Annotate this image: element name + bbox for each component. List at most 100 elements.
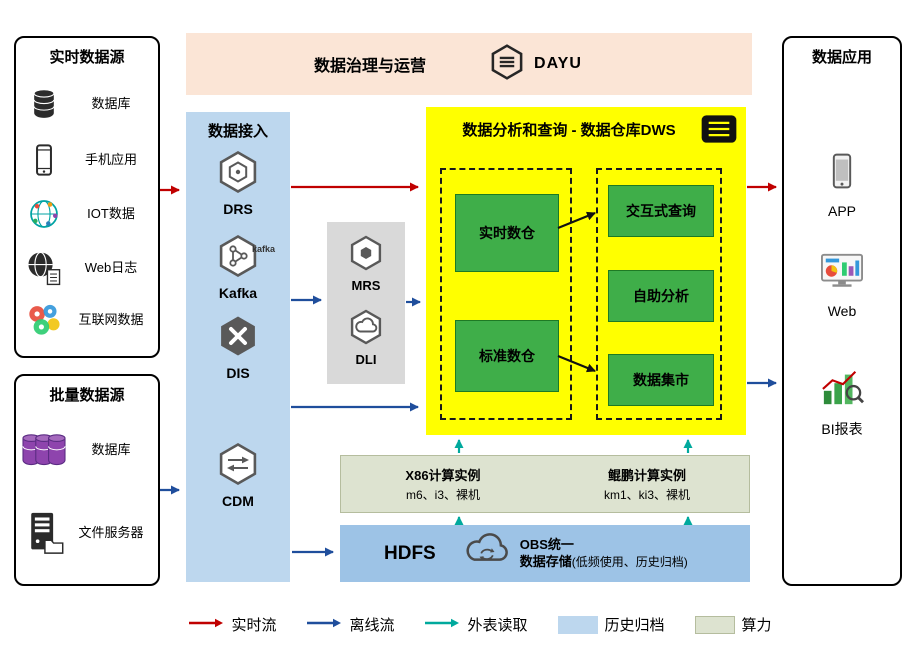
source-row-weblog: Web日志 xyxy=(16,242,158,294)
bi-report-chart-icon xyxy=(819,366,865,413)
source-label: 文件服务器 xyxy=(78,524,144,540)
data-applications-box: 数据应用 APP xyxy=(782,36,902,586)
app-phone-icon xyxy=(824,150,860,197)
cdm-hexagon-icon xyxy=(216,442,260,491)
service-cdm: CDM xyxy=(186,442,290,509)
app-label: Web xyxy=(827,303,857,319)
x86-compute-cell: X86计算实例 m6、i3、裸机 xyxy=(341,456,545,512)
dayu-logo-text: DAYU xyxy=(534,55,582,72)
legend-label: 离线流 xyxy=(349,617,395,634)
source-label: 互联网数据 xyxy=(78,311,144,327)
source-row-mobile: 手机应用 xyxy=(16,134,158,186)
source-row-batch-database: 数据库 xyxy=(16,418,158,482)
data-access-title: 数据接入 xyxy=(207,123,268,140)
drs-hexagon-icon xyxy=(216,150,260,199)
service-dis: DIS xyxy=(186,314,290,381)
warehouse-group: 实时数仓 标准数仓 xyxy=(440,168,572,420)
service-label: DIS xyxy=(226,365,250,381)
kafka-hexagon-icon xyxy=(216,234,260,283)
source-row-database: 数据库 xyxy=(16,78,158,130)
legend-item-external-read: 外表读取 xyxy=(424,614,528,635)
dws-title: 数据分析和查询 - 数据仓库DWS xyxy=(462,122,676,139)
service-dli: DLI xyxy=(327,308,405,367)
legend-label: 历史归档 xyxy=(604,617,665,634)
x86-compute-title: X86计算实例 xyxy=(405,468,481,483)
app-label: APP xyxy=(827,203,856,219)
service-kafka: Kafka xyxy=(186,234,290,301)
obs-cloud-icon xyxy=(462,533,512,574)
hdfs-obs-storage-box: HDFS OBS统一 数据存储(低频使用、历史归档) xyxy=(340,525,750,582)
node-realtime-warehouse: 实时数仓 xyxy=(455,194,559,272)
kunpeng-compute-cell: 鲲鹏计算实例 km1、ki3、裸机 xyxy=(545,456,749,512)
legend-item-archive: 历史归档 xyxy=(557,614,665,635)
mrs-hexagon-icon xyxy=(347,234,385,277)
internet-data-icon xyxy=(16,301,72,339)
obs-text-block: OBS统一 数据存储(低频使用、历史归档) xyxy=(520,537,688,571)
legend: 实时流 离线流 外表读取 历史归档 算力 xyxy=(0,614,914,635)
kafka-mini-logo-text: kafka xyxy=(252,244,276,254)
data-access-column: 数据接入 DRS xyxy=(186,112,290,582)
compute-color-swatch xyxy=(694,615,735,634)
compute-instances-box: X86计算实例 m6、i3、裸机 鲲鹏计算实例 km1、ki3、裸机 xyxy=(340,455,750,513)
hdfs-label: HDFS xyxy=(384,542,436,564)
node-data-mart: 数据集市 xyxy=(608,354,714,406)
app-item-bi: BI报表 xyxy=(784,366,900,439)
legend-label: 算力 xyxy=(741,617,772,634)
source-row-fileserver: 文件服务器 xyxy=(16,498,158,568)
obs-line1: OBS统一 xyxy=(519,536,574,552)
legend-item-realtime: 实时流 xyxy=(188,614,276,635)
dli-cloud-hexagon-icon xyxy=(347,308,385,351)
realtime-flow-arrow-icon xyxy=(188,616,224,634)
source-row-iot: IOT数据 xyxy=(16,188,158,240)
node-self-analysis: 自助分析 xyxy=(608,270,714,322)
database-cluster-icon xyxy=(16,429,72,471)
source-label: 数据库 xyxy=(91,441,131,457)
mrs-dli-box: MRS DLI xyxy=(327,222,405,384)
batch-sources-title: 批量数据源 xyxy=(49,387,125,404)
legend-item-offline: 离线流 xyxy=(306,614,394,635)
service-label: DLI xyxy=(355,352,377,367)
dayu-hexagon-icon xyxy=(488,43,526,86)
dws-document-icon xyxy=(700,114,738,149)
source-row-internet: 互联网数据 xyxy=(16,294,158,346)
data-applications-title: 数据应用 xyxy=(811,49,872,66)
web-monitor-icon xyxy=(819,250,865,297)
dis-hexagon-icon xyxy=(216,314,260,363)
node-interactive-query: 交互式查询 xyxy=(608,185,714,237)
service-label: CDM xyxy=(222,493,254,509)
offline-flow-arrow-icon xyxy=(306,616,342,634)
legend-label: 外表读取 xyxy=(467,617,528,634)
realtime-sources-box: 实时数据源 数据库 手机应用 xyxy=(14,36,160,358)
batch-sources-box: 批量数据源 数据库 xyxy=(14,374,160,586)
source-label: 手机应用 xyxy=(84,151,137,167)
obs-line2: 数据存储 xyxy=(519,553,572,569)
node-standard-warehouse: 标准数仓 xyxy=(455,320,559,392)
external-read-arrow-icon xyxy=(424,616,460,634)
dws-box: 数据分析和查询 - 数据仓库DWS 实时数仓 标准数仓 交互式查询 自助分析 数… xyxy=(426,107,746,435)
analysis-group: 交互式查询 自助分析 数据集市 xyxy=(596,168,722,420)
governance-banner: 数据治理与运营 DAYU xyxy=(186,33,752,95)
mobile-phone-icon xyxy=(16,141,72,179)
service-mrs: MRS xyxy=(327,234,405,293)
service-label: Kafka xyxy=(218,285,258,301)
obs-note: (低频使用、历史归档) xyxy=(571,554,688,569)
source-label: IOT数据 xyxy=(87,205,135,221)
governance-title: 数据治理与运营 xyxy=(314,58,427,75)
service-label: MRS xyxy=(351,278,381,293)
source-label: Web日志 xyxy=(84,259,138,275)
archive-color-swatch xyxy=(557,615,598,634)
x86-compute-subtitle: m6、i3、裸机 xyxy=(405,488,480,502)
kunpeng-compute-title: 鲲鹏计算实例 xyxy=(607,468,686,483)
database-icon xyxy=(16,86,72,122)
app-label: BI报表 xyxy=(821,421,863,437)
service-label: DRS xyxy=(223,201,253,217)
iot-icon xyxy=(16,195,72,233)
app-item-app: APP xyxy=(784,150,900,219)
legend-item-compute: 算力 xyxy=(694,614,772,635)
dayu-logo-group: DAYU xyxy=(488,43,582,86)
service-drs: DRS xyxy=(186,150,290,217)
kunpeng-compute-subtitle: km1、ki3、裸机 xyxy=(603,488,690,502)
app-item-web: Web xyxy=(784,250,900,319)
file-server-icon xyxy=(16,511,72,555)
